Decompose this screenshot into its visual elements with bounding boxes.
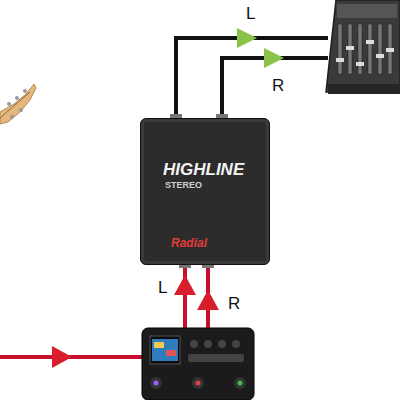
product-name: HIGHLINE bbox=[163, 161, 244, 178]
channel-label: L bbox=[244, 4, 257, 23]
signal-arrow bbox=[52, 346, 72, 368]
product-model: STEREO bbox=[165, 181, 202, 190]
signal-arrow bbox=[197, 290, 219, 310]
di-box: HIGHLINE STEREO Radial bbox=[140, 118, 270, 265]
signal-arrow bbox=[237, 28, 257, 48]
guitar-headstock bbox=[0, 84, 36, 124]
mixing-console bbox=[326, 0, 400, 94]
channel-label: R bbox=[226, 294, 242, 313]
signal-arrow bbox=[264, 48, 284, 68]
channel-label: R bbox=[270, 76, 286, 95]
signal-arrow bbox=[174, 275, 196, 295]
channel-label: L bbox=[156, 278, 169, 297]
brand-logo: Radial bbox=[171, 237, 207, 249]
effects-pedal bbox=[142, 328, 254, 400]
output-wires bbox=[176, 38, 328, 118]
